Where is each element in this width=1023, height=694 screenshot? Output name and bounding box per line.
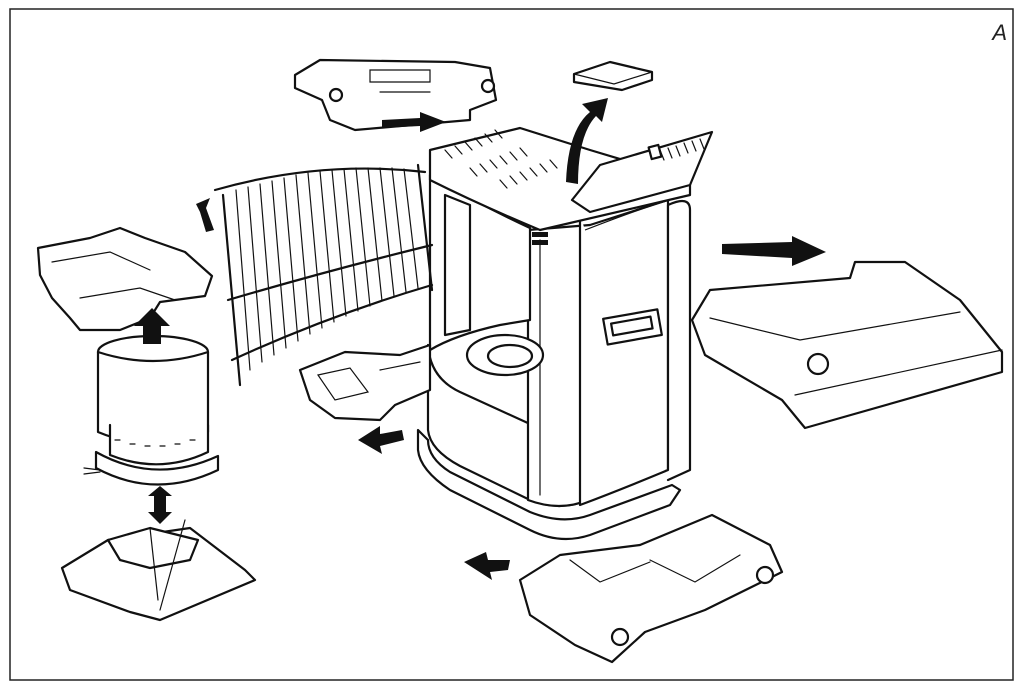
heater-body [416,126,714,541]
burner-cylinder [83,334,220,486]
panel-label: A [992,20,1007,45]
front-grille [213,163,434,387]
right-large-foam [690,260,1004,430]
bottom-center-tray [298,343,432,422]
assembly-arrows [134,98,826,580]
top-packing-foam [293,58,498,132]
left-top-foam-tray [36,226,214,332]
figure-frame [9,8,1014,681]
bottom-right-tray [518,513,784,664]
small-top-block [572,60,654,92]
left-bottom-carton [60,519,257,622]
